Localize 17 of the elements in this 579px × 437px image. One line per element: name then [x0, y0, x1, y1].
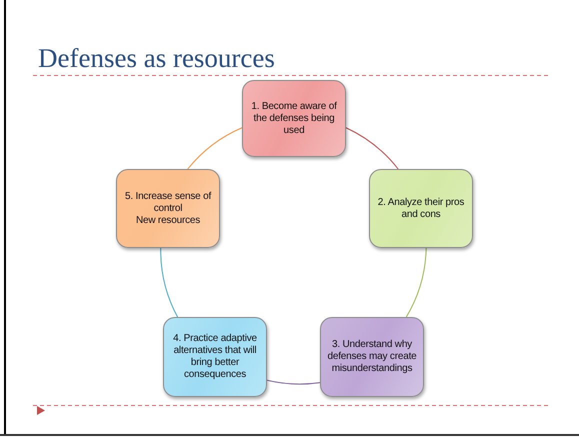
slide-title: Defenses as resources [38, 42, 275, 74]
step-text: New resources [136, 214, 200, 226]
step-text: 2. Analyze their pros and cons [376, 196, 466, 220]
step-text: 5. Increase sense of control [124, 190, 212, 214]
step-box [116, 169, 220, 248]
step-box [369, 169, 473, 248]
step-box [320, 317, 424, 397]
step-text: 3. Understand why defenses may create misunderstandings [326, 339, 418, 375]
step-box [163, 317, 267, 397]
step-text: 1. Become aware of the defenses being used [250, 100, 338, 136]
connector-arc [346, 127, 399, 170]
step-box [242, 80, 346, 157]
step-text: 4. Practice adaptive alternatives that will bring better consequences [172, 333, 258, 381]
connector-arc [406, 248, 427, 318]
connector-arc [160, 248, 178, 318]
connector-arc [266, 380, 320, 384]
connector-arc [187, 127, 242, 170]
